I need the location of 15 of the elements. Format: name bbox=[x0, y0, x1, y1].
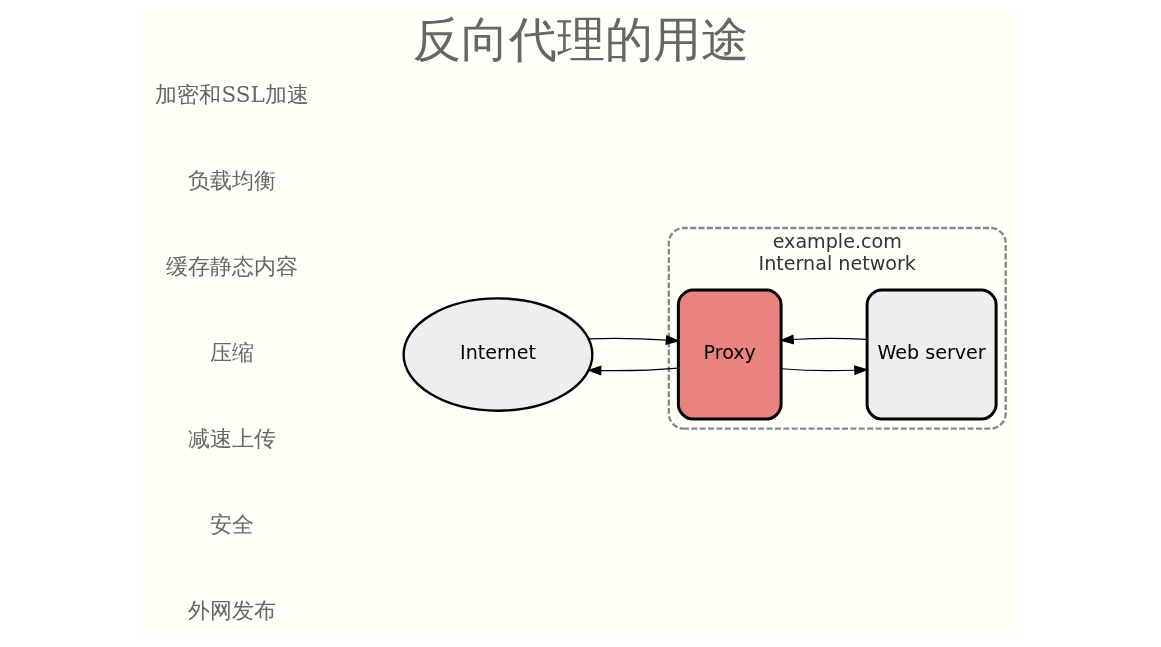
label: 安全 bbox=[209, 511, 254, 537]
label: 负载均衡 bbox=[187, 167, 276, 193]
label: 加密和SSL加速 bbox=[155, 81, 309, 107]
label: 压缩 bbox=[209, 339, 254, 365]
arrow bbox=[587, 335, 680, 345]
label: 外网发布 bbox=[187, 597, 276, 623]
label: 减速上传 bbox=[187, 425, 276, 451]
arrow bbox=[778, 334, 867, 345]
node-box: Proxy bbox=[676, 288, 783, 421]
arrow bbox=[586, 365, 679, 376]
diagram-title: 反向代理的用途 bbox=[412, 11, 749, 67]
node-box: Web server bbox=[865, 288, 998, 421]
label: 缓存静态内容 bbox=[165, 253, 298, 279]
arrow bbox=[780, 365, 869, 376]
node-ellipse: Internet bbox=[401, 297, 594, 412]
